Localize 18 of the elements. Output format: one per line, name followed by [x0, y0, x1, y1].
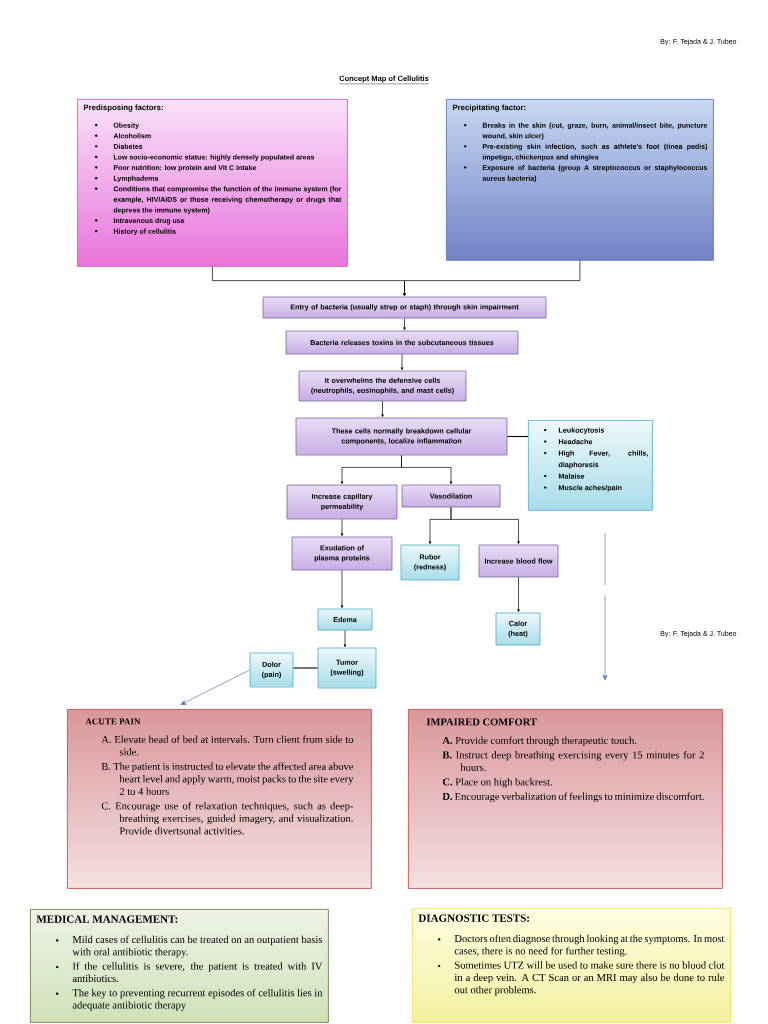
arrow	[602, 532, 608, 681]
nursing-care-box: ACUTE PAIN A. Elevate head of bed at intervals. Turn client from side to side. B. The patient is instructed to elevate the affected area above heart level and apply warm, moist packs to the site every 2 to 4 hours C. Encourage use of relaxation techniques, such as deep- breathing exercises, guided imagery, and visualization. Provide divertsonal activities.	[67, 709, 372, 889]
info-box: DIAGNOSTIC TESTS: Doctors often diagnose through looking at the symptoms. In most cases, there is no need for further testing. Sometimes UTZ will be used to make sure there is no blood clot in a deep vein. A CT Scan or an MRI may also be done to rule out other problems.	[412, 908, 731, 1023]
arrow	[180, 669, 250, 705]
arrow	[401, 455, 453, 485]
connector-line	[506, 435, 529, 438]
arrow	[340, 519, 344, 537]
arrow	[517, 577, 520, 613]
info-box: MEDICAL MANAGEMENT: Mild cases of cellulitis can be treated on an outpatient basis with oral antibiotic therapy. If the cellulitis is severe, the patient is treated with IV antibiotics. The key to preventing recurrent episodes of cellulitis lies in adequate antibiotic therapy	[30, 909, 329, 1023]
arrow	[343, 630, 347, 648]
arrow	[403, 260, 581, 297]
arrow	[400, 354, 404, 371]
connector-line	[292, 667, 319, 669]
arrow	[381, 401, 384, 418]
nursing-care-box: IMPAIRED COMFORT A. Provide comfort through therapeutic touch. B. Instruct deep breathing exercising every 15 minutes for 2 hours. C. Place on high backrest. D. Encourage verbalization of feelings to minimize discomfort.	[408, 709, 723, 889]
arrow	[450, 507, 520, 545]
arrow	[403, 318, 406, 331]
arrow	[340, 570, 344, 609]
